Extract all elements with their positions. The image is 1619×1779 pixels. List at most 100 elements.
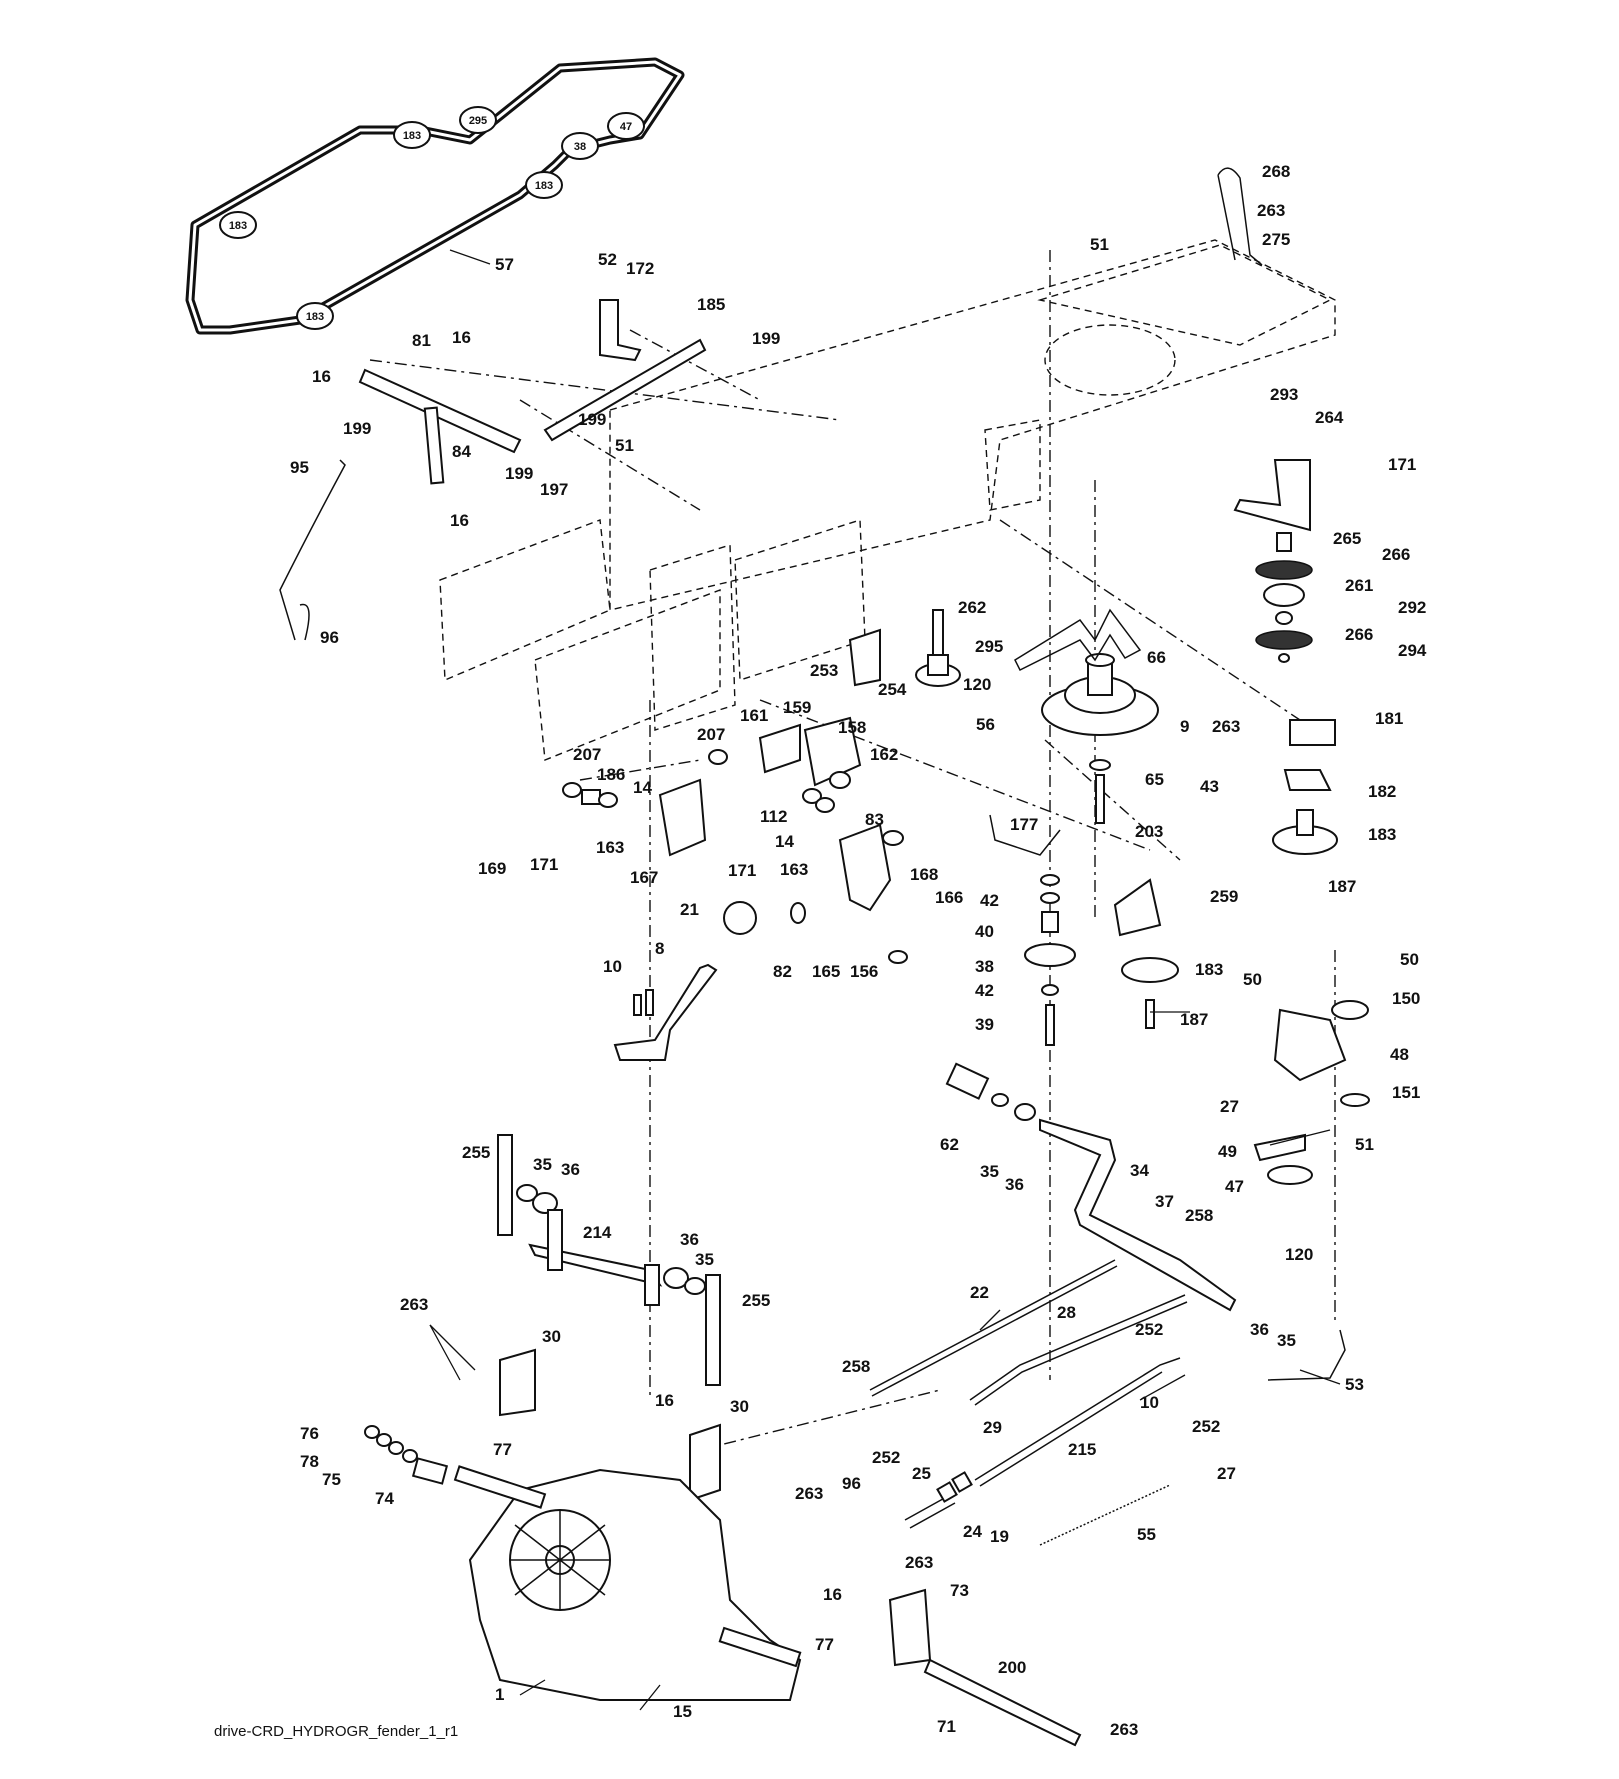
label-42: 42 — [980, 891, 999, 910]
label-15: 15 — [673, 1702, 692, 1721]
label-162: 162 — [870, 745, 898, 764]
label-151: 151 — [1392, 1083, 1420, 1102]
label-42: 42 — [975, 981, 994, 1000]
pulley-tag: 183 — [296, 302, 334, 330]
label-8: 8 — [655, 939, 664, 958]
label-14: 14 — [633, 778, 652, 797]
label-27: 27 — [1220, 1097, 1239, 1116]
label-51: 51 — [615, 436, 634, 455]
label-163: 163 — [780, 860, 808, 879]
label-21: 21 — [680, 900, 699, 919]
label-96: 96 — [320, 628, 339, 647]
part-labels: 57 52 172 185 199 81 16 16 199 199 84 19… — [290, 162, 1427, 1739]
label-56: 56 — [976, 715, 995, 734]
label-169: 169 — [478, 859, 506, 878]
label-16: 16 — [450, 511, 469, 530]
label-207: 207 — [697, 725, 725, 744]
label-77: 77 — [815, 1635, 834, 1654]
svg-text:47: 47 — [620, 121, 632, 133]
label-264: 264 — [1315, 408, 1344, 427]
label-197: 197 — [540, 480, 568, 499]
label-159: 159 — [783, 698, 811, 717]
label-96: 96 — [842, 1474, 861, 1493]
svg-text:183: 183 — [535, 180, 553, 192]
leader-lines — [429, 249, 1341, 1711]
label-183: 183 — [1368, 825, 1396, 844]
label-120: 120 — [963, 675, 991, 694]
frame-outline — [439, 239, 1336, 761]
label-165: 165 — [812, 962, 840, 981]
label-166: 166 — [935, 888, 963, 907]
label-266: 266 — [1345, 625, 1373, 644]
label-16: 16 — [452, 328, 471, 347]
label-255: 255 — [742, 1291, 770, 1310]
label-258: 258 — [842, 1357, 870, 1376]
pulley-tag: 295 — [459, 106, 497, 134]
label-263: 263 — [1110, 1720, 1138, 1739]
label-258: 258 — [1185, 1206, 1213, 1225]
label-36: 36 — [561, 1160, 580, 1179]
label-65: 65 — [1145, 770, 1164, 789]
label-36: 36 — [1250, 1320, 1269, 1339]
label-36: 36 — [680, 1230, 699, 1249]
label-268: 268 — [1262, 162, 1290, 181]
label-30: 30 — [730, 1397, 749, 1416]
label-57: 57 — [495, 255, 514, 274]
label-177: 177 — [1010, 815, 1038, 834]
label-254: 254 — [878, 680, 907, 699]
parts — [279, 167, 1370, 1747]
label-199: 199 — [505, 464, 533, 483]
label-262: 262 — [958, 598, 986, 617]
label-187: 187 — [1328, 877, 1356, 896]
label-187: 187 — [1180, 1010, 1208, 1029]
label-266: 266 — [1382, 545, 1410, 564]
label-171: 171 — [728, 861, 756, 880]
label-181: 181 — [1375, 709, 1403, 728]
label-37: 37 — [1155, 1192, 1174, 1211]
label-76: 76 — [300, 1424, 319, 1443]
label-158: 158 — [838, 718, 866, 737]
pulley-tag: 183 — [219, 211, 257, 239]
label-1: 1 — [495, 1685, 504, 1704]
label-43: 43 — [1200, 777, 1219, 796]
label-35: 35 — [980, 1162, 999, 1181]
label-50: 50 — [1243, 970, 1262, 989]
label-167: 167 — [630, 868, 658, 887]
label-16: 16 — [823, 1585, 842, 1604]
label-73: 73 — [950, 1581, 969, 1600]
label-9: 9 — [1180, 717, 1189, 736]
label-150: 150 — [1392, 989, 1420, 1008]
label-186: 186 — [597, 765, 625, 784]
label-199: 199 — [343, 419, 371, 438]
svg-text:38: 38 — [574, 141, 586, 153]
label-172: 172 — [626, 259, 654, 278]
label-261: 261 — [1345, 576, 1373, 595]
label-53: 53 — [1345, 1375, 1364, 1394]
label-252: 252 — [872, 1448, 900, 1467]
label-263: 263 — [905, 1553, 933, 1572]
label-259: 259 — [1210, 887, 1238, 906]
label-16: 16 — [655, 1391, 674, 1410]
label-199: 199 — [578, 410, 606, 429]
label-66: 66 — [1147, 648, 1166, 667]
label-77: 77 — [493, 1440, 512, 1459]
pulley-tag: 183 — [393, 121, 431, 149]
label-253: 253 — [810, 661, 838, 680]
label-252: 252 — [1135, 1320, 1163, 1339]
label-214: 214 — [583, 1223, 612, 1242]
drive-belt — [185, 57, 685, 335]
svg-text:183: 183 — [306, 311, 324, 323]
label-75: 75 — [322, 1470, 341, 1489]
label-185: 185 — [697, 295, 725, 314]
label-14: 14 — [775, 832, 794, 851]
label-71: 71 — [937, 1717, 956, 1736]
label-263: 263 — [400, 1295, 428, 1314]
label-292: 292 — [1398, 598, 1426, 617]
diagram-caption: drive-CRD_HYDROGR_fender_1_r1 — [214, 1723, 458, 1740]
label-275: 275 — [1262, 230, 1290, 249]
label-295: 295 — [975, 637, 1003, 656]
label-49: 49 — [1218, 1142, 1237, 1161]
label-263: 263 — [795, 1484, 823, 1503]
label-35: 35 — [695, 1250, 714, 1269]
label-161: 161 — [740, 706, 768, 725]
